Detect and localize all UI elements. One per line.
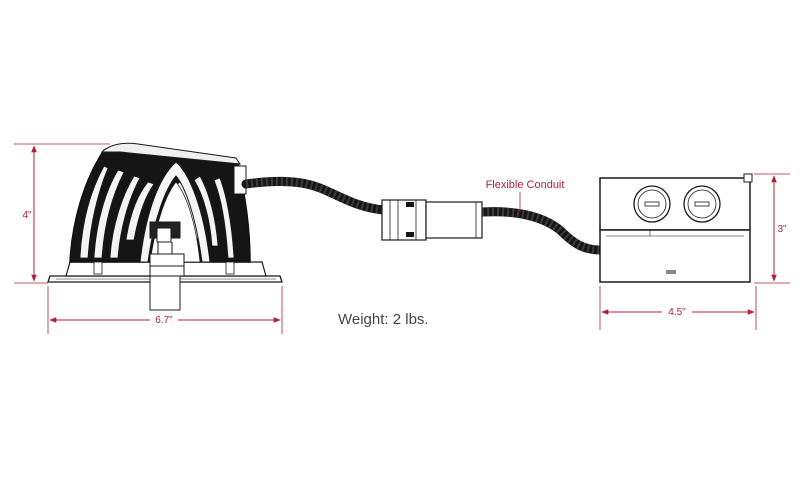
flexible-conduit [241,176,605,255]
mounting-clip [149,221,185,311]
dimension-box-width: 4.5" [599,286,757,330]
conduit-segment-right [477,207,605,255]
weight-label: Weight: 2 lbs. [338,311,429,328]
knockout-right [683,185,721,223]
conduit-callout: Flexible Conduit [486,179,565,212]
conduit-callout-label: Flexible Conduit [486,179,565,191]
junction-box-body [599,229,751,283]
reflector-arch [139,161,211,263]
downlight-fixture [47,142,283,311]
box-height-label: 3" [777,224,787,235]
housing-cap [100,142,242,165]
junction-box-lid [599,177,751,231]
dimension-fixture-height: 4" [14,143,110,284]
fixture-height-label: 4" [22,210,32,221]
knockout-left [633,185,671,223]
inline-connector [381,199,483,241]
junction-box [599,173,753,283]
dimension-box-height: 3" [754,173,790,284]
box-width-label: 4.5" [668,307,686,318]
fixture-width-label: 6.7" [155,315,173,326]
dimension-fixture-width: 6.7" [47,286,283,334]
